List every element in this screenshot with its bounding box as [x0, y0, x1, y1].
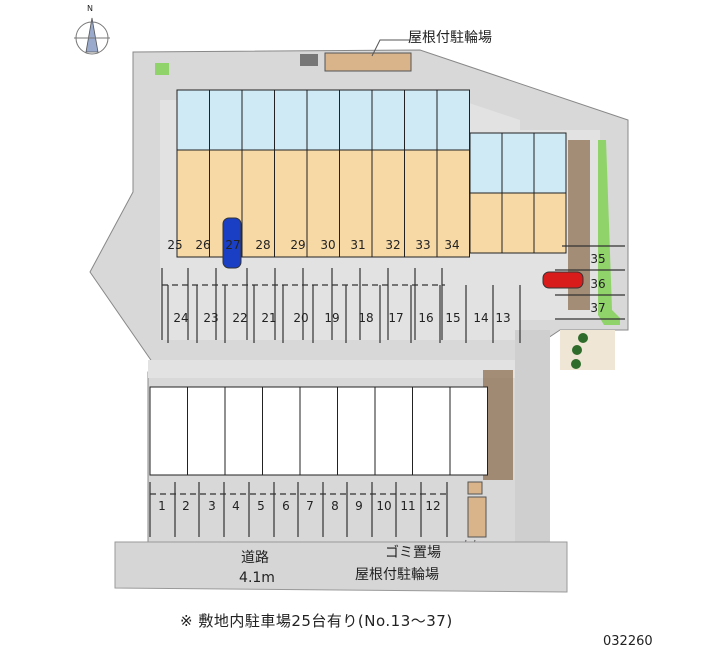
unit [337, 386, 376, 476]
unit [149, 386, 188, 476]
unit-lower [241, 149, 275, 258]
unit-upper [274, 89, 308, 151]
property-code: 032260 [603, 634, 653, 649]
unit-upper [209, 89, 243, 151]
bike-shelter-bottom [467, 496, 487, 538]
unit-upper [339, 89, 373, 151]
parking-space-35: 35 [590, 252, 606, 266]
parking-space-31: 31 [350, 238, 366, 252]
unit-upper [501, 132, 535, 194]
car-icon [222, 217, 242, 269]
unit [374, 386, 413, 476]
parking-space-22: 22 [232, 311, 248, 325]
parking-space-34: 34 [444, 238, 460, 252]
driveway [148, 360, 528, 378]
parking-space-28: 28 [255, 238, 271, 252]
unit [299, 386, 338, 476]
parking-space-9: 9 [355, 499, 363, 513]
unit [412, 386, 451, 476]
unit-lower [404, 149, 438, 258]
parking-space-19: 19 [324, 311, 340, 325]
bike-shelter-door [300, 54, 318, 66]
unit-upper [176, 89, 210, 151]
parking-space-10: 10 [376, 499, 392, 513]
parking-space-25: 25 [167, 238, 183, 252]
unit [224, 386, 263, 476]
parking-space-12: 12 [425, 499, 441, 513]
garbage-label: ゴミ置場 [385, 545, 441, 561]
parking-space-36: 36 [590, 277, 606, 291]
compass-north-label: N [87, 4, 93, 13]
parking-space-4: 4 [232, 499, 240, 513]
parking-space-2: 2 [182, 499, 190, 513]
car-icon [542, 271, 584, 289]
unit-upper [469, 132, 503, 194]
parking-space-24: 24 [173, 311, 189, 325]
greenery [155, 63, 169, 75]
parking-space-33: 33 [415, 238, 431, 252]
parking-space-14: 14 [473, 311, 489, 325]
parking-space-7: 7 [306, 499, 314, 513]
bike-shelter-top [324, 52, 412, 72]
unit-lower [469, 192, 503, 254]
unit-lower [176, 149, 210, 258]
apartment-building-south [149, 386, 488, 476]
unit-upper [371, 89, 405, 151]
parking-space-1: 1 [158, 499, 166, 513]
parking-space-17: 17 [388, 311, 404, 325]
garbage-area [467, 481, 483, 495]
parking-space-20: 20 [293, 311, 309, 325]
unit-upper [241, 89, 275, 151]
unit-lower [339, 149, 373, 258]
unit-lower [436, 149, 470, 258]
parking-space-21: 21 [261, 311, 277, 325]
road-name: 道路 [241, 550, 269, 566]
parking-space-37: 37 [590, 301, 606, 315]
unit-lower [274, 149, 308, 258]
parking-space-29: 29 [290, 238, 306, 252]
parking-space-15: 15 [445, 311, 461, 325]
parking-space-6: 6 [282, 499, 290, 513]
unit-upper [306, 89, 340, 151]
tree-icon [571, 359, 581, 369]
unit-upper [404, 89, 438, 151]
unit-lower [306, 149, 340, 258]
parking-space-18: 18 [358, 311, 374, 325]
parking-space-5: 5 [257, 499, 265, 513]
parking-space-11: 11 [400, 499, 416, 513]
bike-shelter-bottom-label: 屋根付駐輪場 [355, 567, 439, 583]
compass-icon [74, 17, 110, 55]
hedge [568, 140, 590, 310]
parking-space-30: 30 [320, 238, 336, 252]
apartment-building-east [469, 132, 567, 254]
leader-line [371, 39, 410, 57]
greenery [598, 140, 620, 325]
apartment-building-north [176, 89, 470, 258]
parking-space-23: 23 [203, 311, 219, 325]
parking-space-16: 16 [418, 311, 434, 325]
unit-upper [436, 89, 470, 151]
parking-space-13: 13 [495, 311, 511, 325]
unit-lower [533, 192, 567, 254]
tree-icon [572, 345, 582, 355]
unit [449, 386, 488, 476]
road-width: 4.1m [239, 570, 275, 586]
unit [187, 386, 226, 476]
side-path [515, 330, 550, 545]
parking-footnote: ※ 敷地内駐車場25台有り(No.13～37) [180, 612, 453, 630]
tree-icon [578, 333, 588, 343]
parking-space-27: 27 [225, 238, 241, 252]
parking-space-32: 32 [385, 238, 401, 252]
unit-upper [533, 132, 567, 194]
unit-lower [501, 192, 535, 254]
road [114, 541, 568, 593]
parking-space-26: 26 [195, 238, 211, 252]
parking-space-3: 3 [208, 499, 216, 513]
parking-lines [149, 245, 625, 537]
parking-space-8: 8 [331, 499, 339, 513]
bike-shelter-top-label: 屋根付駐輪場 [408, 30, 492, 46]
unit [262, 386, 301, 476]
